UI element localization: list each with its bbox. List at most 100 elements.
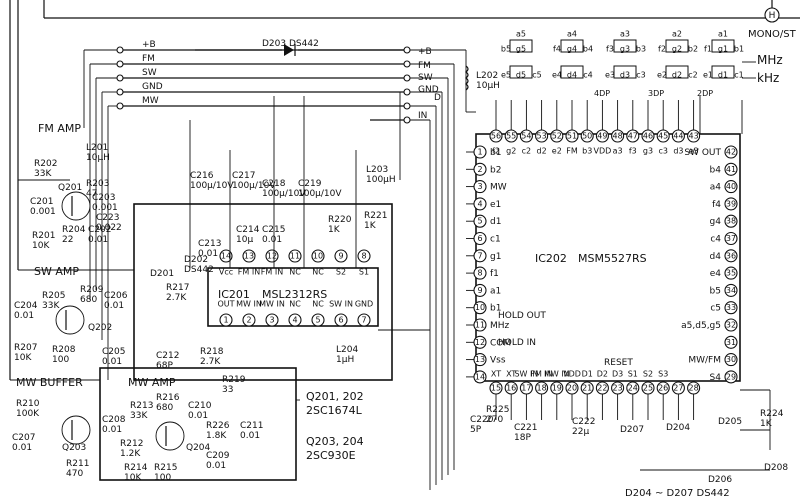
- hold-in-label: HOLD IN: [498, 338, 536, 348]
- left-bus-lines: [9, 0, 800, 380]
- ic202-pin-label: S1: [628, 370, 638, 379]
- ic202-pin-number: 3: [477, 182, 482, 191]
- l202-name: L202: [476, 71, 498, 81]
- ic202-pin-number: 1: [477, 148, 482, 157]
- ic202-chip: IC202 MSM5527RS 56f255g254c253d252e251FM…: [466, 100, 741, 420]
- ic202-pin-number: 21: [582, 384, 592, 393]
- dp-2-label: 2DP: [697, 89, 713, 98]
- fm-amp-title: FM AMP: [38, 122, 81, 135]
- ic202-pin-number: 48: [613, 132, 623, 141]
- ic202-pin-number: 8: [477, 269, 482, 278]
- component-id: R210: [16, 399, 40, 409]
- component-id: Q201: [58, 183, 82, 193]
- component-value: 0.01: [12, 443, 32, 453]
- rail-right-fm: FM: [418, 61, 431, 71]
- ic202-pin-36: [724, 249, 738, 263]
- ic202-pin-number: 33: [726, 303, 736, 312]
- ic202-pin-number: 25: [643, 384, 653, 393]
- component-value: 0.01: [206, 461, 226, 471]
- ic202-pin-39: [724, 197, 738, 211]
- component-value: 100µ/10V: [232, 181, 276, 191]
- ic202-pin-number: 38: [726, 217, 736, 226]
- component-value: 22µ: [572, 427, 589, 437]
- component-value: 470: [66, 469, 83, 479]
- shield-outlines: [99, 203, 393, 481]
- component-value: 10K: [14, 353, 32, 363]
- component-id: C217: [232, 171, 255, 181]
- transistors: [55, 191, 185, 451]
- component-id: R213: [130, 401, 153, 411]
- component-id: C210: [188, 401, 212, 411]
- note-2sc930e: 2SC930E: [306, 449, 356, 462]
- component-id: C222: [572, 417, 595, 427]
- ic202-pin-label: SW OUT: [684, 148, 721, 158]
- ic202-pin-label: XT: [506, 370, 516, 379]
- segment-label: e5: [501, 71, 511, 80]
- d203-label: D203 DS442: [262, 39, 319, 49]
- ic202-pin-number: 34: [726, 286, 736, 295]
- mono-st-label: MONO/ST: [748, 29, 797, 40]
- dp-3-label: 3DP: [648, 89, 664, 98]
- segment-label: f1: [704, 45, 712, 54]
- ic202-pin-number: 44: [673, 132, 683, 141]
- rail-left-sw: SW: [142, 68, 157, 78]
- component-value: 100K: [16, 409, 40, 419]
- component-value: 1K: [328, 225, 341, 235]
- ic202-pin-label: e2: [552, 147, 562, 156]
- ic202-pin-label: D1: [582, 370, 593, 379]
- mw-amp-title: MW AMP: [128, 376, 176, 389]
- ic202-pin-37: [724, 231, 738, 246]
- note-2sc1674l: 2SC1674L: [306, 404, 363, 417]
- component-id: C214: [236, 225, 260, 235]
- ic202-pin-label: f4: [712, 200, 721, 210]
- ic202-pin-number: 42: [726, 148, 736, 157]
- mono-st-indicator: H MONO/ST: [748, 0, 797, 40]
- ic202-pin-label: VDD: [563, 370, 581, 379]
- ic202-pin-number: 22: [597, 384, 607, 393]
- ic202-pin-label: FM IN: [530, 370, 552, 379]
- segment-label: d1: [718, 71, 728, 80]
- ic201-pin-label: MW IN: [259, 300, 285, 309]
- ic202-pin-label: XT: [491, 370, 501, 379]
- component-value: 2.7K: [200, 357, 221, 367]
- ic202-pin-number: 31: [726, 338, 736, 347]
- ic202-pin-number: 2: [477, 165, 482, 174]
- ic202-pin-33: [724, 301, 738, 315]
- component-id: D207: [620, 425, 644, 435]
- ic201-pin-label: NC: [312, 268, 324, 277]
- component-value: 33K: [34, 169, 52, 179]
- component-id: C203: [92, 193, 115, 203]
- component-id: C219: [298, 179, 322, 189]
- ic202-pin-number: 36: [726, 251, 736, 260]
- component-id: R226: [206, 421, 230, 431]
- ic202-pin-label: MW/FM: [688, 356, 721, 366]
- component-value: 100: [52, 355, 69, 365]
- ic201-pin-label: OUT: [217, 300, 234, 309]
- ic202-pin-number: 19: [552, 384, 562, 393]
- ic202-pin-label: d2: [537, 147, 547, 156]
- component-id: R217: [166, 283, 189, 293]
- ic202-pin-label: b1: [490, 304, 501, 314]
- ic201-pin-number: 2: [246, 316, 251, 325]
- ic202-pin-label: VDD: [594, 147, 612, 156]
- component-value: 10µH: [86, 153, 110, 163]
- ic201-pin-12: [265, 249, 279, 263]
- ic201-pin-label: NC: [312, 300, 324, 309]
- transistor-notes: Q201, 202 2SC1674L Q203, 204 2SC930E: [306, 390, 364, 462]
- rail-right-d: D: [434, 93, 441, 103]
- component-id: C213: [198, 239, 221, 249]
- ic202-pin-label: c2: [522, 147, 532, 156]
